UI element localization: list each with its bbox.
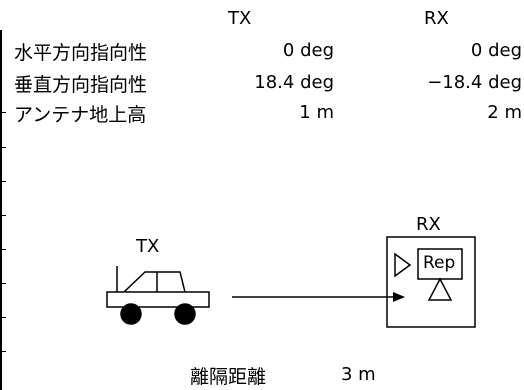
diagram-tx-label: TX (136, 236, 160, 257)
arrow-icon (232, 292, 405, 302)
border-tick (0, 215, 6, 216)
border-tick (0, 351, 6, 352)
column-header-tx: TX (228, 8, 252, 29)
diagram-rx-label: RX (416, 214, 441, 235)
row-label-vertical-directivity: 垂直方向指向性 (14, 74, 148, 96)
row-label-horizontal-directivity: 水平方向指向性 (14, 42, 148, 64)
row-label-antenna-height: アンテナ地上高 (14, 104, 147, 126)
car-icon (106, 266, 210, 325)
rx-horizontal-directivity: 0 deg (470, 40, 522, 61)
left-border-rule (0, 30, 2, 390)
border-tick (0, 317, 6, 318)
distance-value: 3 m (341, 364, 376, 385)
repeater-label: Rep (423, 253, 456, 273)
border-tick (0, 249, 6, 250)
rx-vertical-directivity: −18.4 deg (427, 72, 522, 93)
tx-antenna-height: 1 m (299, 102, 334, 123)
border-tick (0, 181, 6, 182)
tx-vertical-directivity: 18.4 deg (254, 72, 334, 93)
border-tick (0, 283, 6, 284)
column-header-rx: RX (424, 8, 449, 29)
distance-label: 離隔距離 (190, 366, 267, 388)
border-tick (0, 147, 6, 148)
rx-antenna-height: 2 m (487, 102, 522, 123)
tx-horizontal-directivity: 0 deg (282, 40, 334, 61)
border-tick (0, 112, 6, 113)
receiver-box (386, 236, 476, 328)
